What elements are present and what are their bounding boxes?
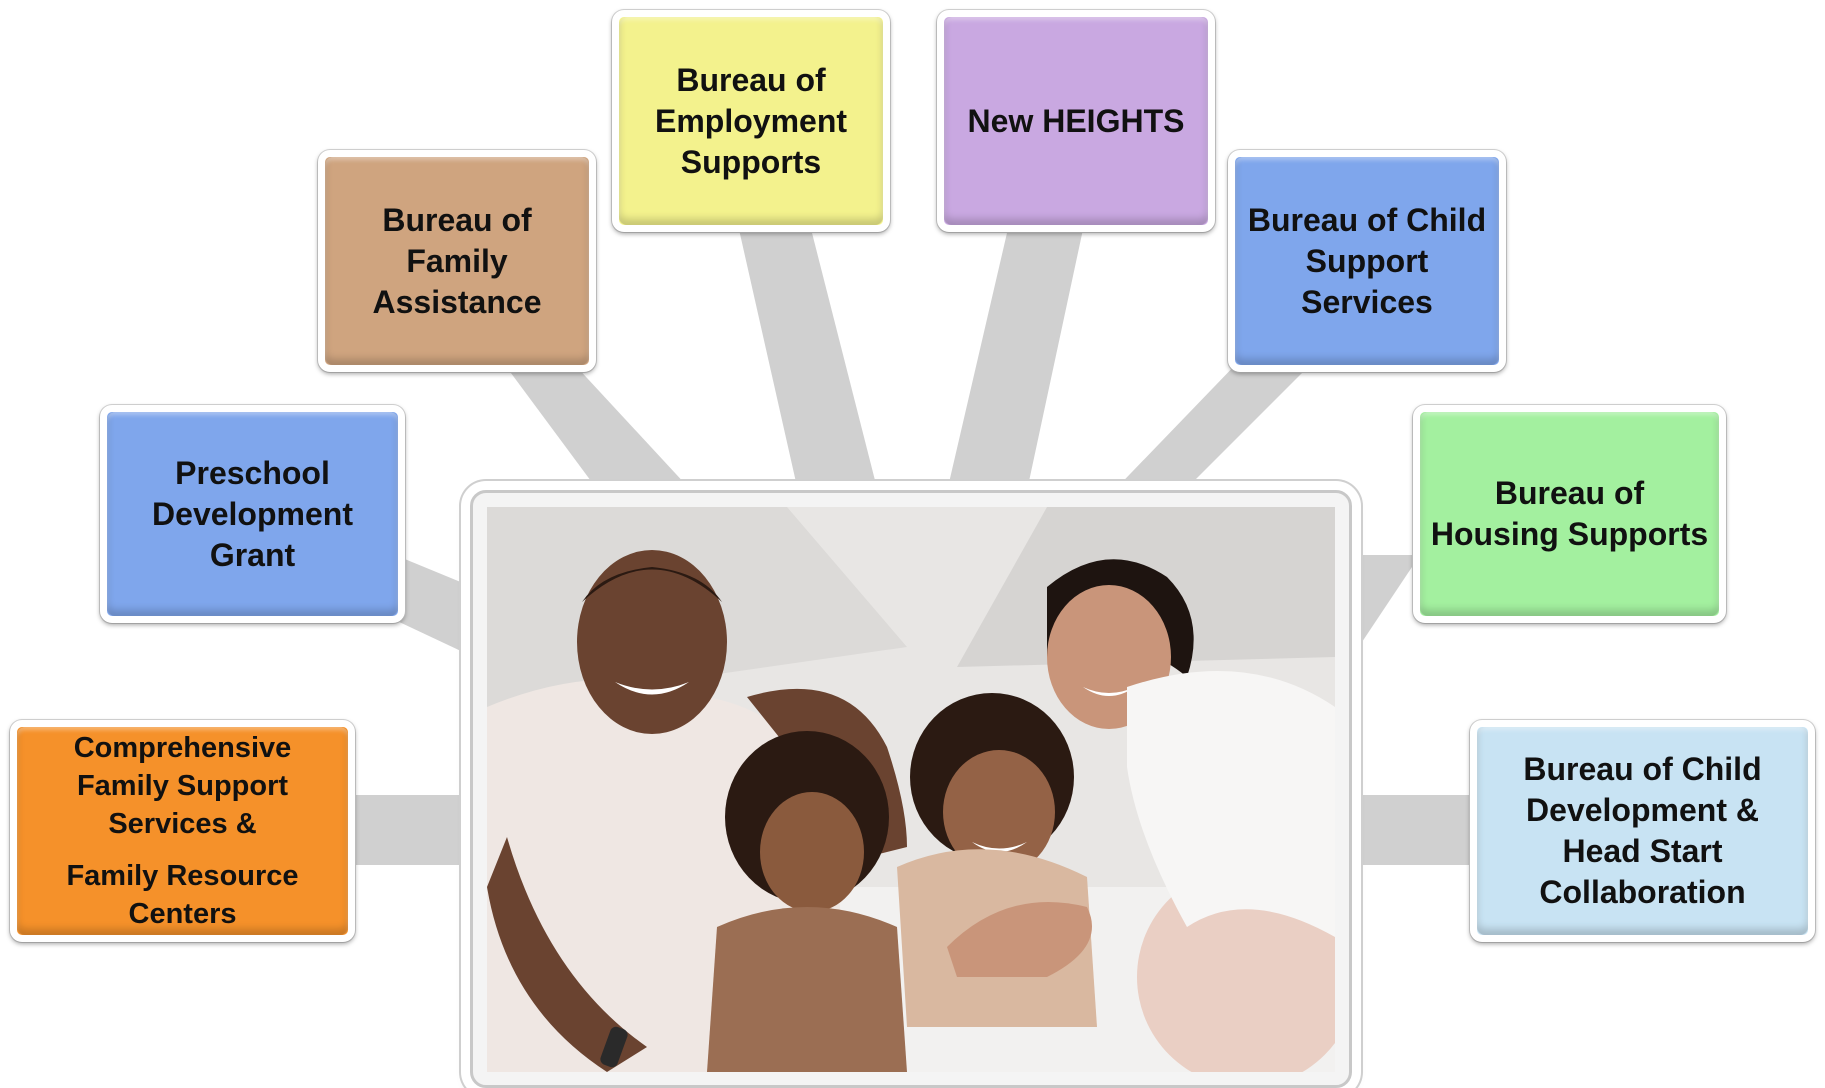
box-family-assistance-line2: Family <box>406 242 508 279</box>
family-photo-frame <box>470 490 1352 1088</box>
box-comprehensive-line3: Services & <box>108 808 257 840</box>
box-preschool-line2: Development <box>152 495 353 532</box>
family-photo <box>487 507 1335 1072</box>
connector-comprehensive <box>345 795 480 865</box>
box-child-development-line1: Bureau of Child <box>1523 751 1762 787</box>
connector-child-development <box>1350 795 1480 865</box>
box-bureau-employment-supports: Bureau of Employment Supports <box>612 10 890 232</box>
box-child-support-line3: Services <box>1301 283 1433 320</box>
photo-child-left <box>707 731 907 1072</box>
connector-employment <box>738 225 880 500</box>
box-new-heights: New HEIGHTS <box>937 10 1215 232</box>
connector-family-assistance <box>505 365 700 500</box>
box-family-assistance-line1: Bureau of <box>382 201 532 238</box>
box-child-support-line1: Bureau of Child <box>1247 201 1487 238</box>
box-employment-line1: Bureau of <box>676 61 826 98</box>
box-preschool-development-grant: Preschool Development Grant <box>100 405 405 623</box>
box-comprehensive-line1: Comprehensive <box>73 732 292 764</box>
box-family-assistance-line3: Assistance <box>372 283 542 320</box>
box-housing-line1: Bureau of <box>1494 475 1645 511</box>
box-child-development-line3: Head Start <box>1562 833 1723 869</box>
box-preschool-line1: Preschool <box>175 454 330 491</box>
box-new-heights-line1: New HEIGHTS <box>967 102 1185 139</box>
box-housing-line2: Housing Supports <box>1430 516 1709 552</box>
connector-housing <box>1345 555 1420 660</box>
box-comprehensive-line4: Family Resource <box>66 860 299 892</box>
connector-preschool <box>395 555 480 660</box>
box-bureau-family-assistance: Bureau of Family Assistance <box>318 150 596 372</box>
box-comprehensive-line2: Family Support <box>76 770 289 802</box>
box-comprehensive-line5: Centers <box>128 898 237 930</box>
box-bureau-child-support-services: Bureau of Child Support Services <box>1228 150 1506 372</box>
box-preschool-line3: Grant <box>209 536 296 573</box>
box-bureau-housing-supports: Bureau of Housing Supports <box>1413 405 1726 623</box>
box-employment-line3: Supports <box>680 143 822 180</box>
connector-child-support <box>1105 360 1315 500</box>
box-child-development-line4: Collaboration <box>1539 874 1746 910</box>
box-child-support-line2: Support <box>1305 242 1429 279</box>
box-employment-line2: Employment <box>654 102 848 139</box>
box-comprehensive-family-support: Comprehensive Family Support Services & … <box>10 720 355 942</box>
box-bureau-child-development-head-start: Bureau of Child Development & Head Start… <box>1470 720 1815 942</box>
box-child-development-line2: Development & <box>1526 792 1759 828</box>
photo-mother <box>947 559 1335 977</box>
connector-new-heights <box>945 220 1085 500</box>
